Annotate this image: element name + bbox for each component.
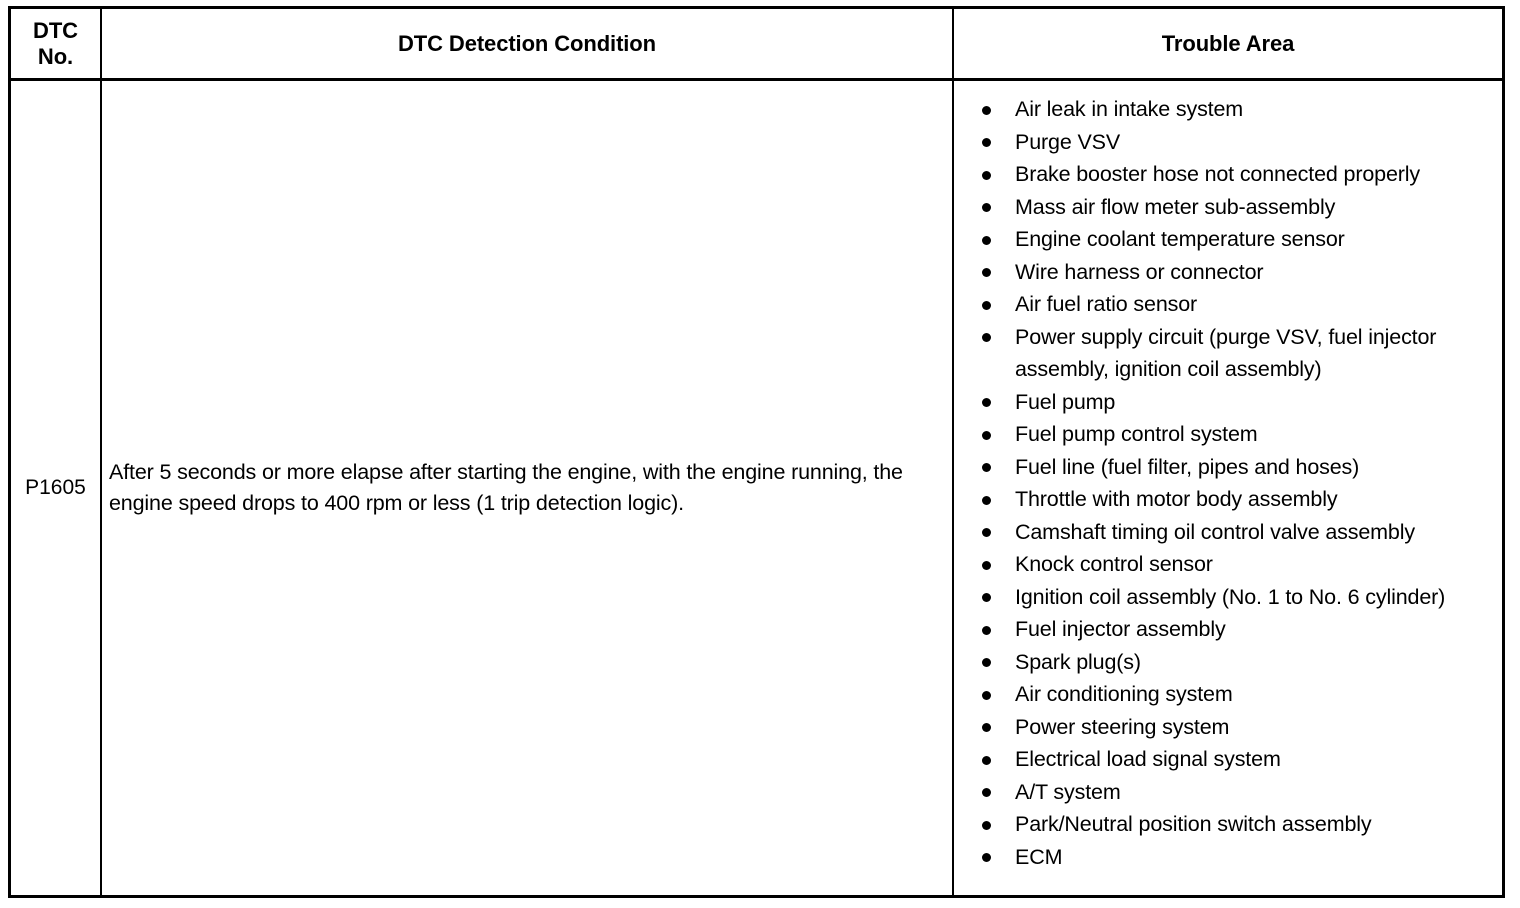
table-body: P1605 After 5 seconds or more elapse aft… — [11, 81, 1502, 895]
trouble-area-item: Fuel line (fuel filter, pipes and hoses) — [954, 451, 1498, 484]
table-header-row: DTC No. DTC Detection Condition Trouble … — [11, 9, 1502, 81]
bullet-icon — [982, 788, 991, 797]
trouble-area-item: Ignition coil assembly (No. 1 to No. 6 c… — [954, 581, 1498, 614]
detection-condition-cell: After 5 seconds or more elapse after sta… — [100, 81, 952, 895]
bullet-icon — [982, 820, 991, 830]
bullet-icon — [982, 398, 991, 407]
bullet-icon — [982, 593, 991, 602]
trouble-area-item-label: Air conditioning system — [1015, 682, 1233, 706]
detection-condition-text: After 5 seconds or more elapse after sta… — [109, 460, 903, 515]
bullet-icon — [982, 690, 991, 700]
trouble-area-item-label: Mass air flow meter sub-assembly — [1015, 194, 1336, 219]
trouble-area-item-label: Camshaft timing oil control valve assemb… — [1015, 519, 1415, 544]
column-header-trouble-area: Trouble Area — [952, 9, 1502, 78]
trouble-area-item: A/T system — [954, 776, 1498, 809]
trouble-area-item-label: Spark plug(s) — [1015, 649, 1141, 674]
trouble-area-item-label: Knock control sensor — [1015, 552, 1213, 576]
bullet-icon — [982, 560, 991, 570]
trouble-area-item-label: Engine coolant temperature sensor — [1015, 227, 1345, 251]
bullet-icon — [982, 235, 991, 245]
trouble-area-item-label: Ignition coil assembly (No. 1 to No. 6 c… — [1015, 584, 1446, 609]
bullet-icon — [982, 723, 991, 732]
column-header-dtc-no-line2: No. — [37, 43, 74, 69]
trouble-area-item-label: Purge VSV — [1015, 129, 1121, 154]
bullet-icon — [982, 268, 991, 277]
trouble-area-item-label: Wire harness or connector — [1015, 259, 1264, 284]
bullet-icon — [982, 203, 991, 212]
dtc-number-value: P1605 — [25, 476, 86, 499]
trouble-area-item: Camshaft timing oil control valve assemb… — [954, 516, 1498, 549]
bullet-icon — [982, 333, 991, 342]
trouble-area-item-label: Throttle with motor body assembly — [1015, 487, 1338, 511]
trouble-area-item: Engine coolant temperature sensor — [954, 223, 1498, 256]
bullet-icon — [982, 138, 991, 147]
bullet-icon — [982, 853, 991, 862]
trouble-area-item: Purge VSV — [954, 126, 1498, 159]
bullet-icon — [982, 170, 991, 180]
trouble-area-item-label: Power steering system — [1015, 714, 1230, 739]
trouble-area-item-label: Power supply circuit (purge VSV, fuel in… — [1015, 324, 1437, 382]
trouble-area-item: Mass air flow meter sub-assembly — [954, 191, 1498, 224]
bullet-icon — [982, 495, 991, 505]
bullet-icon — [982, 625, 991, 635]
trouble-area-item: Fuel injector assembly — [954, 613, 1498, 646]
trouble-area-item: ECM — [954, 841, 1498, 874]
trouble-area-item: Wire harness or connector — [954, 256, 1498, 289]
trouble-area-item: Power supply circuit (purge VSV, fuel in… — [954, 321, 1498, 386]
trouble-area-item: Air conditioning system — [954, 678, 1498, 711]
trouble-area-item: Throttle with motor body assembly — [954, 483, 1498, 516]
trouble-area-item-label: Air leak in intake system — [1015, 97, 1244, 121]
bullet-icon — [982, 658, 991, 667]
trouble-area-item: Brake booster hose not connected properl… — [954, 158, 1498, 191]
trouble-area-item-label: Air fuel ratio sensor — [1015, 292, 1198, 316]
bullet-icon — [982, 463, 991, 472]
trouble-area-item: Air leak in intake system — [954, 93, 1498, 126]
bullet-icon — [982, 755, 991, 765]
trouble-area-item: Spark plug(s) — [954, 646, 1498, 679]
column-header-dtc-no-line1: DTC — [33, 18, 78, 44]
trouble-area-item: Air fuel ratio sensor — [954, 288, 1498, 321]
trouble-area-item: Knock control sensor — [954, 548, 1498, 581]
column-header-detection-condition: DTC Detection Condition — [100, 9, 952, 78]
trouble-area-item-label: Fuel injector assembly — [1015, 617, 1226, 641]
bullet-icon — [982, 430, 991, 440]
trouble-area-item: Fuel pump — [954, 386, 1498, 419]
bullet-icon — [982, 300, 991, 310]
trouble-area-item: Park/Neutral position switch assembly — [954, 808, 1498, 841]
trouble-area-item: Electrical load signal system — [954, 743, 1498, 776]
trouble-area-item-label: Fuel pump control system — [1015, 422, 1258, 446]
trouble-area-item-label: A/T system — [1015, 779, 1121, 804]
column-header-dtc-no: DTC No. — [11, 9, 100, 78]
table-row: P1605 — [11, 81, 100, 895]
trouble-area-item: Power steering system — [954, 711, 1498, 744]
trouble-area-item-label: Park/Neutral position switch assembly — [1015, 812, 1372, 836]
dtc-table: DTC No. DTC Detection Condition Trouble … — [8, 6, 1505, 898]
trouble-area-item-label: Fuel pump — [1015, 389, 1116, 414]
trouble-area-item-label: Electrical load signal system — [1015, 747, 1281, 771]
bullet-icon — [982, 528, 991, 537]
trouble-area-item-label: ECM — [1015, 844, 1063, 869]
bullet-icon — [982, 105, 991, 115]
trouble-area-item: Fuel pump control system — [954, 418, 1498, 451]
trouble-area-item-label: Brake booster hose not connected properl… — [1015, 162, 1420, 186]
trouble-area-item-label: Fuel line (fuel filter, pipes and hoses) — [1015, 454, 1360, 479]
